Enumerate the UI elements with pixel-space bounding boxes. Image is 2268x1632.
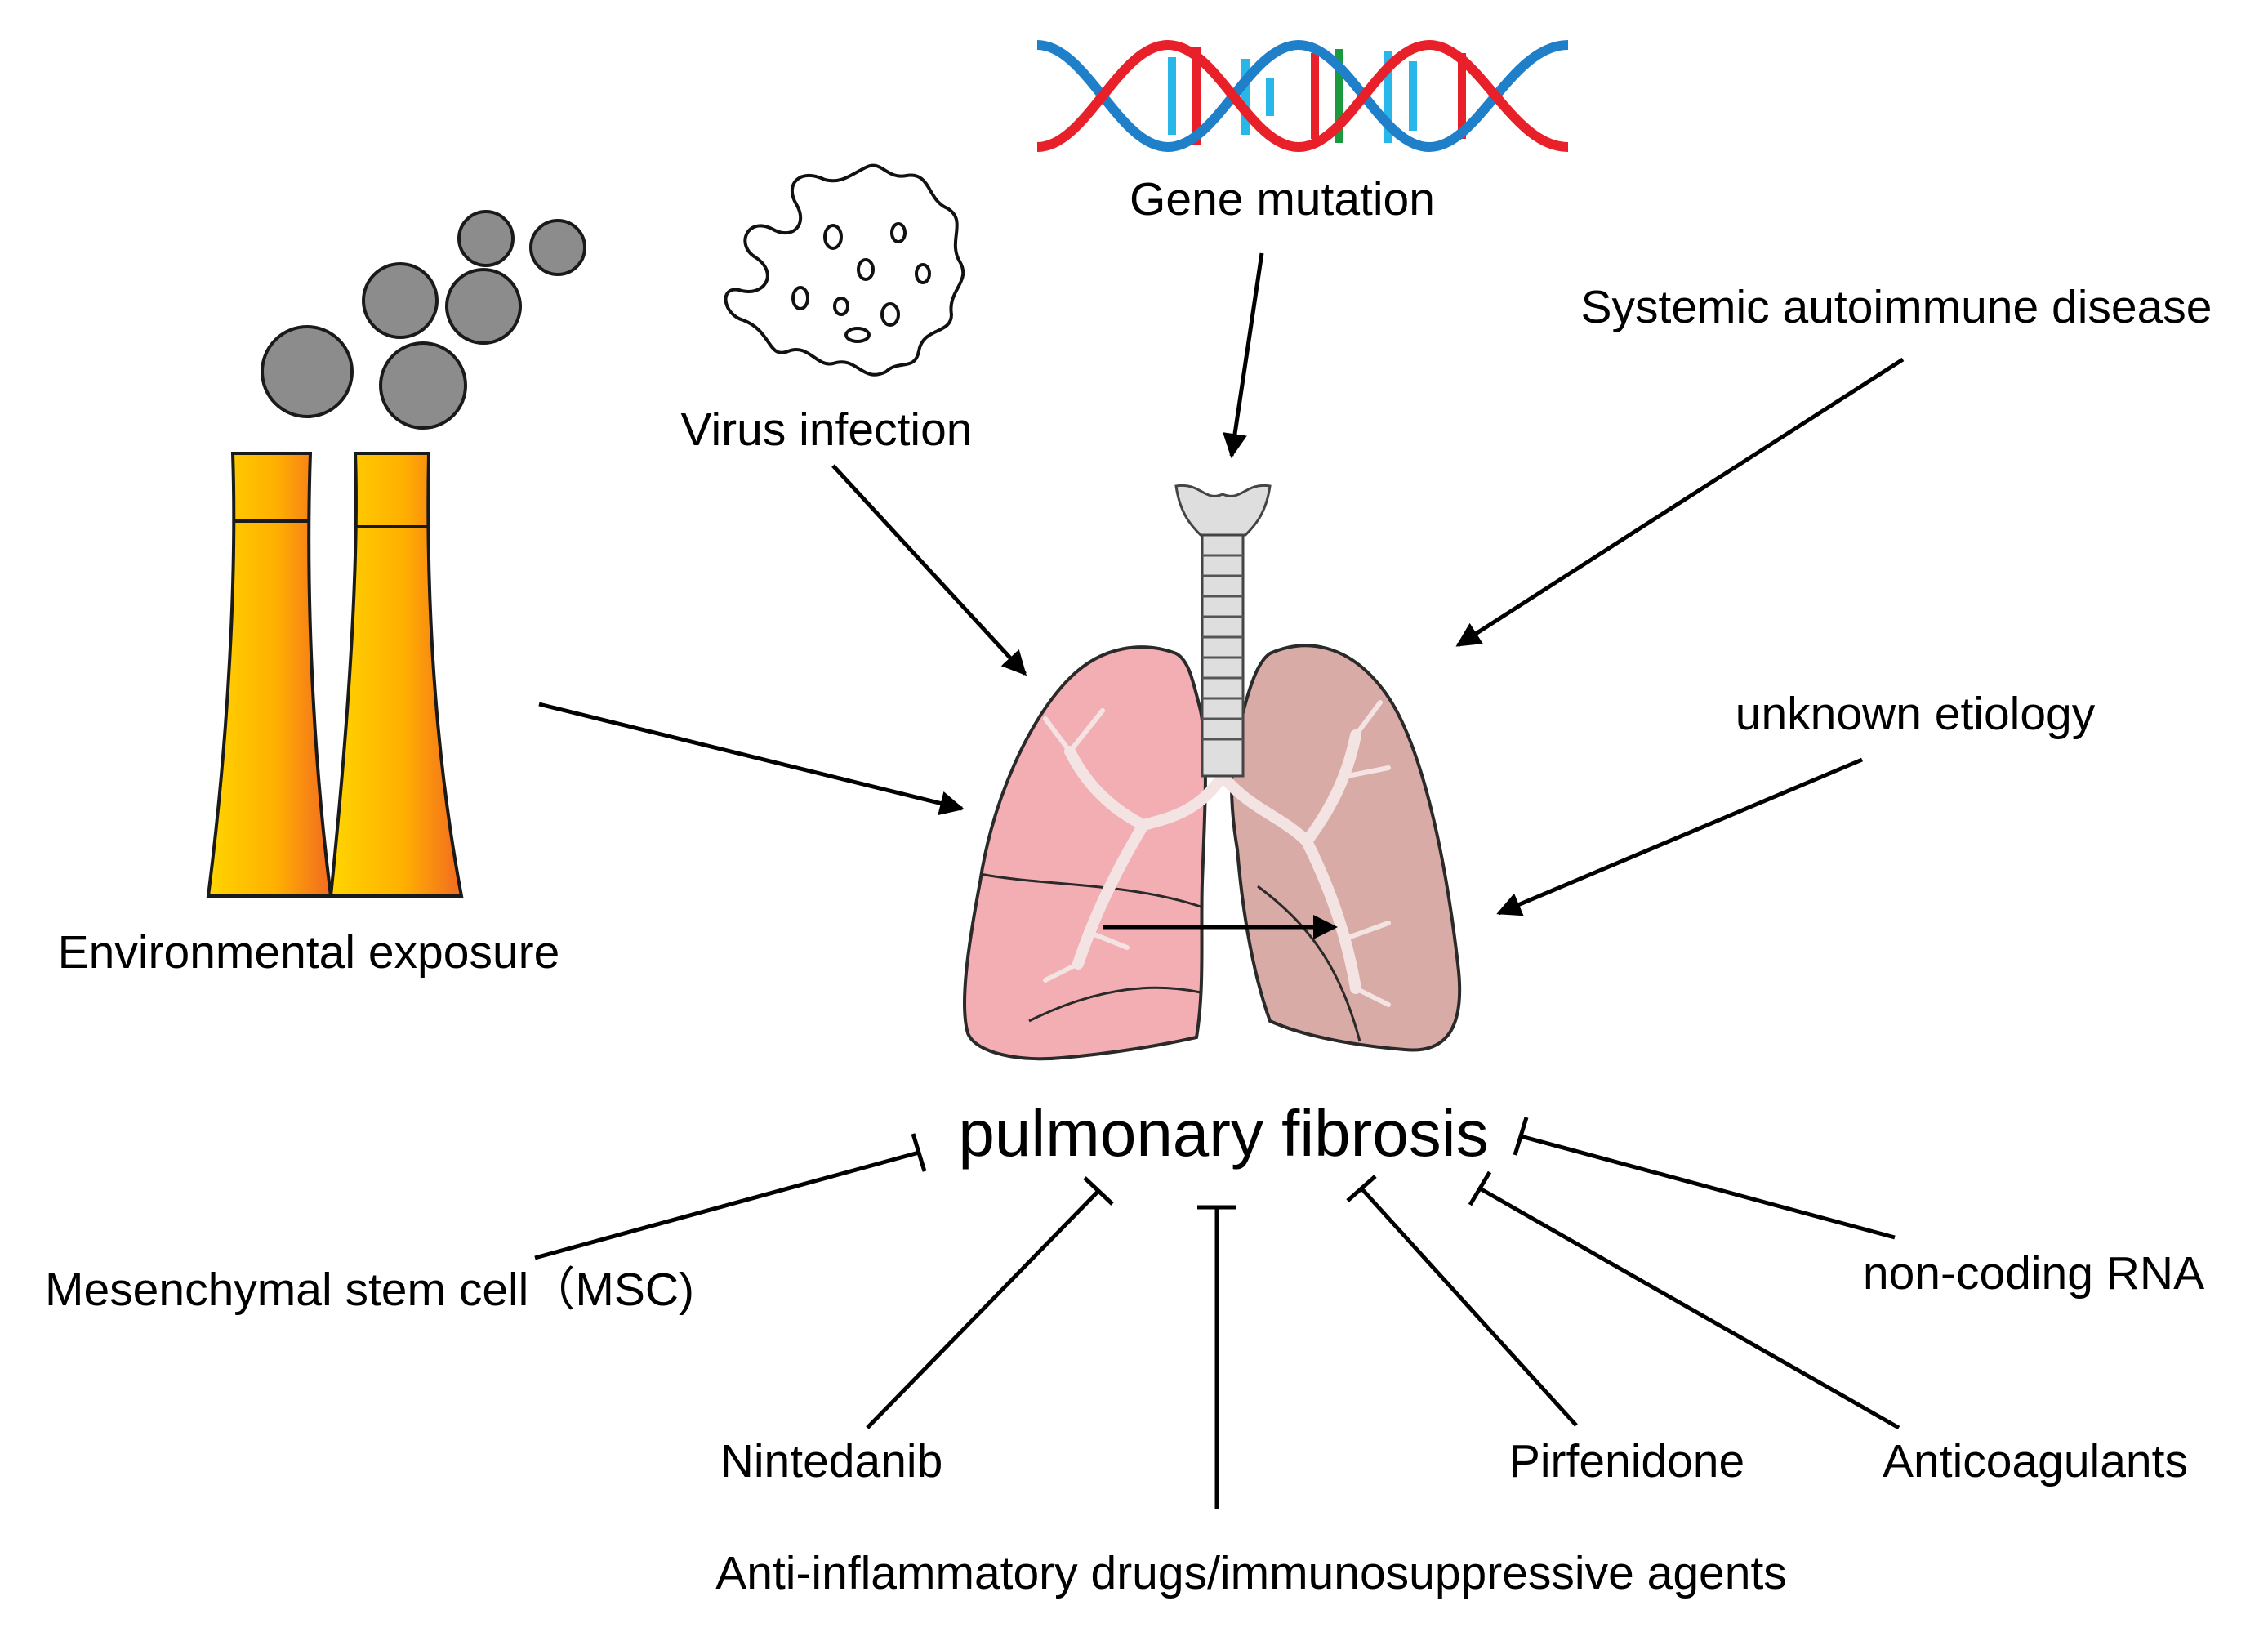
inhibit-msc — [534, 1133, 927, 1260]
inhibit-pirfenidone — [1346, 1175, 1578, 1427]
label-systemic-autoimmune: Systemic autoimmune disease — [1580, 281, 2212, 333]
arrow-autoimmune — [1455, 357, 1905, 648]
lungs-icon — [962, 484, 1462, 1061]
label-gene-mutation: Gene mutation — [1130, 173, 1435, 225]
label-virus-infection: Virus infection — [681, 404, 973, 456]
arrow-gene-mutation — [1223, 252, 1264, 458]
arrow-unknown-etiology — [1496, 757, 1863, 916]
cause-arrows — [538, 252, 1905, 939]
label-nintedanib: Nintedanib — [720, 1435, 943, 1487]
label-msc: Mesenchymal stem cell（MSC) — [45, 1264, 694, 1316]
inhibit-antiinflammatory — [1197, 1205, 1236, 1509]
factory-chimney-icon — [206, 210, 586, 898]
label-environmental-exposure: Environmental exposure — [58, 926, 560, 979]
label-pulmonary-fibrosis: pulmonary fibrosis — [958, 1097, 1488, 1170]
inhibit-nintedanib — [866, 1176, 1114, 1429]
virus-icon — [724, 163, 965, 377]
label-antiinflammatory: Anti-inflammatory drugs/immunosuppressiv… — [715, 1547, 1787, 1599]
arrow-environmental-exposure — [538, 702, 965, 816]
dna-icon — [1036, 39, 1569, 153]
inhibition-lines — [534, 1117, 1900, 1509]
inhibit-ncrna — [1513, 1117, 1896, 1240]
label-pirfenidone: Pirfenidone — [1509, 1435, 1744, 1487]
label-ncrna: non-coding RNA — [1863, 1247, 2204, 1300]
arrow-virus-infection — [831, 464, 1027, 676]
label-anticoagulants: Anticoagulants — [1883, 1435, 2188, 1487]
label-unknown-etiology: unknown etiology — [1736, 688, 2096, 740]
inhibit-anticoagulants — [1468, 1170, 1900, 1430]
